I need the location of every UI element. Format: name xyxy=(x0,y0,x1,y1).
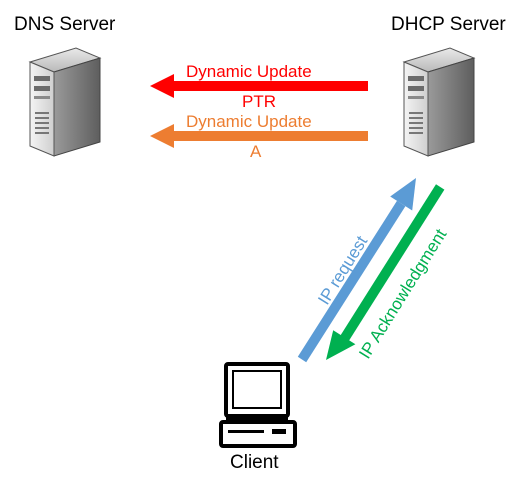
a-record-label: A xyxy=(250,142,262,161)
dhcp-server-node: DHCP Server xyxy=(391,14,506,157)
dhcp-server-label: DHCP Server xyxy=(391,14,506,35)
dynamic-update-a-arrow: Dynamic Update A xyxy=(150,112,368,161)
dns-server-node: DNS Server xyxy=(14,14,116,157)
ip-request-arrow: IP request xyxy=(297,178,416,363)
desktop-computer-icon xyxy=(219,362,297,448)
server-tower-icon xyxy=(28,47,102,157)
dynamic-update-ptr-label: Dynamic Update xyxy=(186,62,312,81)
server-tower-icon xyxy=(402,47,476,157)
dns-server-label: DNS Server xyxy=(14,14,116,35)
ptr-record-label: PTR xyxy=(242,92,276,111)
dynamic-update-a-label: Dynamic Update xyxy=(186,112,312,131)
client-label: Client xyxy=(230,452,279,473)
client-node: Client xyxy=(219,362,297,473)
dynamic-update-ptr-arrow: Dynamic Update PTR xyxy=(150,62,368,111)
